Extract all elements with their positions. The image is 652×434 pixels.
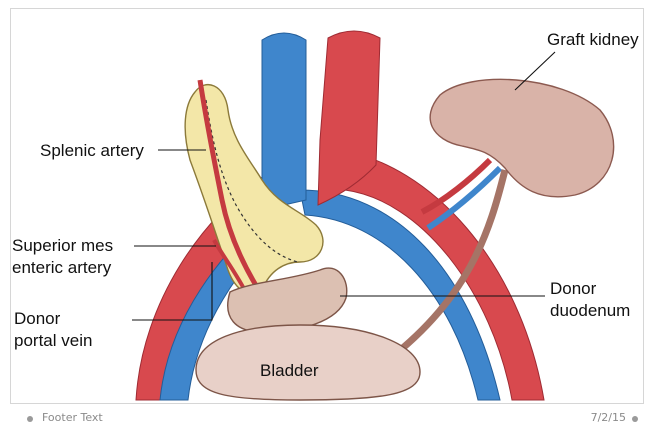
graft-kidney-label: Graft kidney	[547, 30, 639, 49]
vena-cava	[262, 33, 306, 210]
duodenum-label-line1: Donor	[550, 279, 597, 298]
sma-label-line1: Superior mes	[12, 236, 113, 255]
footer-end-bullet-icon	[632, 416, 638, 422]
footer-date: 7/2/15	[591, 411, 626, 424]
footer-text: Footer Text	[42, 411, 103, 424]
graft-kidney	[430, 79, 613, 196]
bladder-label: Bladder	[260, 361, 319, 380]
splenic-artery-label: Splenic artery	[40, 141, 144, 160]
portal-vein-label-line1: Donor	[14, 309, 61, 328]
portal-vein-label-line2: portal vein	[14, 331, 92, 350]
slide-footer: Footer Text 7/2/15	[0, 410, 652, 430]
sma-label-line2: enteric artery	[12, 258, 112, 277]
duodenum-label-line2: duodenum	[550, 301, 630, 320]
footer-bullet-icon	[27, 416, 33, 422]
